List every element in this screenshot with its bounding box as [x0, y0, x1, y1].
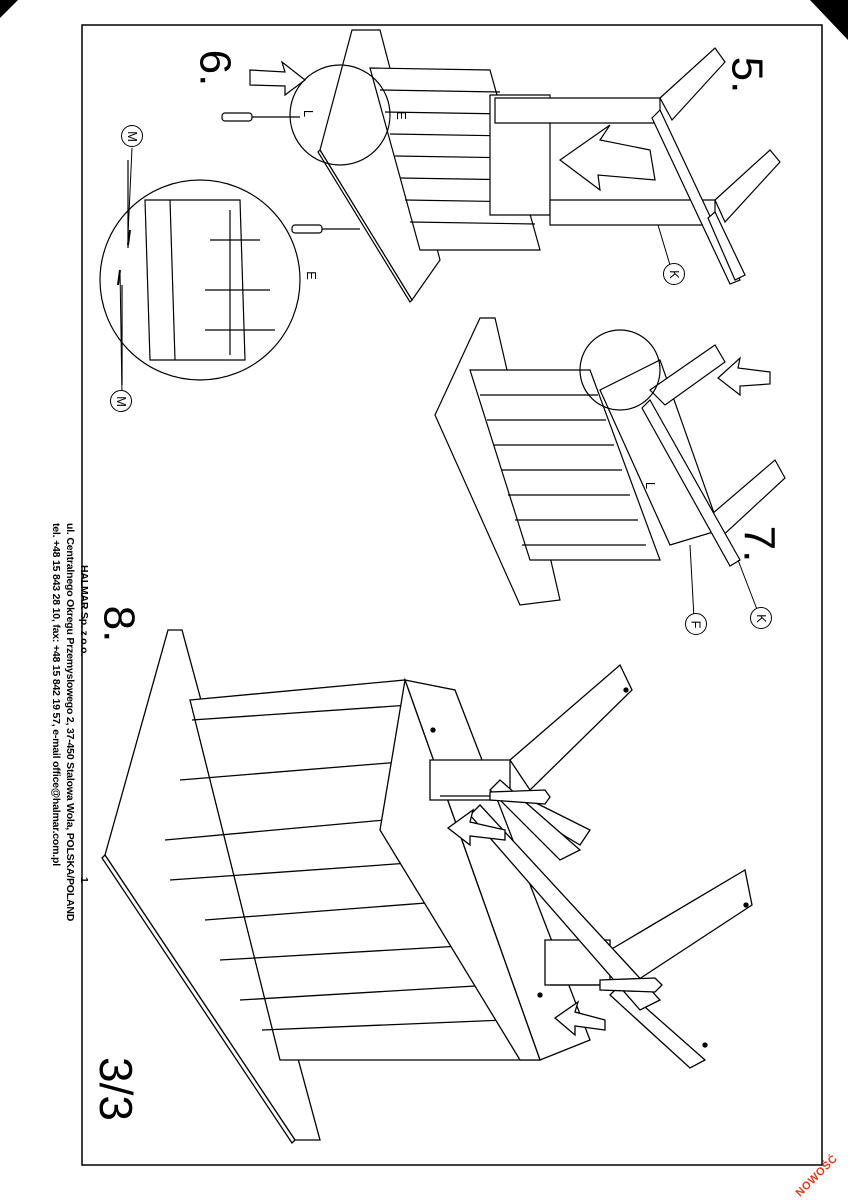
part-letter-l: L — [643, 481, 659, 490]
part-letter-e: E — [303, 271, 319, 280]
step-number-5: 5. — [722, 56, 772, 94]
part-label-m: M — [110, 390, 132, 412]
step-number-6: 6. — [190, 49, 240, 87]
part-label-text: M — [113, 395, 129, 407]
company-address: ul. Centralnego Okregu Przemyslowego 2, … — [64, 523, 76, 922]
step-8-illustration — [101, 629, 753, 1145]
step-7-illustration — [434, 317, 786, 606]
step-number-8: 8. — [94, 605, 144, 643]
corner-mark — [0, 0, 18, 18]
part-label-text: M — [124, 130, 140, 142]
company-contact: tel. +48 15 843 28 10, fax: +48 15 842 1… — [50, 523, 62, 866]
page-frame — [81, 24, 823, 1166]
part-label-f: F — [685, 613, 707, 635]
part-label-text: K — [753, 613, 769, 623]
sheet-number: 1 — [78, 877, 90, 883]
part-letter-l: L — [301, 109, 317, 118]
part-label-m: M — [121, 125, 143, 147]
part-label-text: F — [688, 620, 704, 628]
page-label: 3/3 — [89, 1057, 142, 1121]
leader-lines — [119, 147, 759, 619]
part-letter-e: E — [393, 111, 409, 120]
part-label-text: K — [666, 269, 682, 279]
step-5-6-illustration — [99, 29, 781, 385]
corner-mark — [810, 0, 848, 40]
part-label-k: K — [663, 263, 685, 285]
step-number-7: 7. — [734, 525, 784, 563]
part-label-k: K — [750, 607, 772, 629]
company-name: HALMAR Sp. z o.o. — [78, 565, 90, 657]
